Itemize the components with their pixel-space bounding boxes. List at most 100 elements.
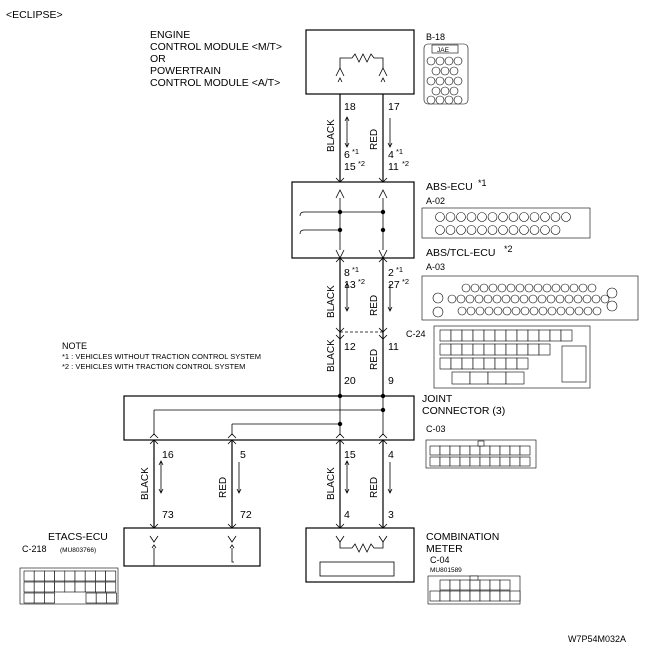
connector-cell xyxy=(105,581,117,593)
connector-cell xyxy=(54,570,66,582)
etacs-title: ETACS-ECU xyxy=(48,531,108,543)
c24-label: C-24 xyxy=(406,329,426,339)
connector-pin xyxy=(457,306,467,316)
connector-pin xyxy=(470,283,480,293)
connector-pin xyxy=(435,212,445,222)
connector-cell xyxy=(439,357,452,370)
connector-key xyxy=(469,575,479,581)
connector-cell xyxy=(449,456,461,467)
meter-label-2: METER xyxy=(426,543,463,555)
abs-ecu-title: ABS-ECU xyxy=(426,181,473,193)
ecm-labels: ENGINE CONTROL MODULE <M/T> OR POWERTRAI… xyxy=(150,29,282,89)
connector-pin xyxy=(529,212,540,222)
connector-cell xyxy=(519,445,531,456)
connector-cell xyxy=(106,592,117,604)
abs-internal xyxy=(299,189,388,259)
meter-connector: C-04 xyxy=(430,555,450,565)
connector-pin xyxy=(582,294,592,304)
connector-pin xyxy=(511,306,521,316)
connector-cell xyxy=(494,343,507,356)
connector-cell xyxy=(479,456,491,467)
connector-pin xyxy=(444,95,454,105)
connector-pin xyxy=(550,212,561,222)
wire-color-black-5: BLACK xyxy=(326,467,337,500)
connector-pin xyxy=(498,225,508,235)
connector-cell xyxy=(439,579,451,591)
connector-cell xyxy=(459,456,471,467)
pin-9: 9 xyxy=(388,375,394,387)
connector-cell xyxy=(439,590,451,602)
joint-internal xyxy=(149,393,388,439)
connector-pin xyxy=(565,306,575,316)
connector-pin xyxy=(592,306,602,316)
connector-cell xyxy=(450,343,463,356)
connector-pin xyxy=(484,306,494,316)
connector-pin xyxy=(498,212,508,222)
connector-pin xyxy=(477,212,487,222)
pin-11-c24: 11 xyxy=(388,341,399,353)
meter-internal xyxy=(319,535,395,577)
connector-pin xyxy=(524,283,534,293)
connector-cell xyxy=(449,579,461,591)
connector-pin xyxy=(435,76,445,86)
pin-numbers: 18 17 6 *1 15 *2 4 *1 11 *2 8 *1 13 *2 2… xyxy=(162,101,409,521)
connector-cell xyxy=(516,343,529,356)
connector-cell xyxy=(489,456,501,467)
pin-20: 20 xyxy=(344,375,356,387)
connector-pin xyxy=(529,306,539,316)
connector-pin xyxy=(483,294,493,304)
connector-cell xyxy=(489,579,501,591)
meter-box xyxy=(305,527,415,583)
abs-ecu-connector: A-02 xyxy=(426,196,445,206)
connector-pin xyxy=(475,306,485,316)
connector-cell xyxy=(74,581,86,593)
connector-pin xyxy=(426,56,436,66)
connector-cell xyxy=(509,456,521,467)
connector-pin xyxy=(431,66,441,76)
connector-pin xyxy=(506,283,516,293)
pin-3: 3 xyxy=(388,509,394,521)
abs-ecu-star: *1 xyxy=(478,178,487,188)
connector-cell xyxy=(483,357,496,370)
connector-cell xyxy=(561,345,587,383)
signal-arrows xyxy=(158,116,393,494)
connector-pin xyxy=(583,306,593,316)
connector-pin xyxy=(440,86,450,96)
connector-pin xyxy=(529,225,540,235)
note-block: NOTE *1 : VEHICLES WITHOUT TRACTION CONT… xyxy=(62,341,261,371)
pin-15: 15 xyxy=(344,161,356,173)
connector-pin xyxy=(426,95,436,105)
note-line-1: *1 : VEHICLES WITHOUT TRACTION CONTROL S… xyxy=(62,352,261,361)
svg-text:JAE: JAE xyxy=(437,47,450,54)
pin-15-star: *2 xyxy=(358,159,365,168)
connector-cell xyxy=(499,445,511,456)
connector-cell xyxy=(483,343,496,356)
connector-cell xyxy=(505,329,518,342)
pin-13-star: *2 xyxy=(358,277,365,286)
connector-pin xyxy=(445,212,456,222)
connector-cell xyxy=(439,329,452,342)
pin-73: 73 xyxy=(162,509,174,521)
note-title: NOTE xyxy=(62,341,87,351)
connector-pin xyxy=(556,306,566,316)
connector-pin xyxy=(487,212,498,222)
pin-2: 2 xyxy=(388,267,394,279)
connector-pin xyxy=(600,294,610,304)
connector-cell xyxy=(23,570,35,582)
c03-connector-face xyxy=(425,439,537,469)
connector-cell xyxy=(483,329,496,342)
connector-pin xyxy=(546,294,556,304)
connector-pin xyxy=(447,294,457,304)
connector-cell xyxy=(23,592,35,604)
connector-cell xyxy=(516,329,529,342)
connector-pin xyxy=(520,306,530,316)
connector-cell xyxy=(459,445,471,456)
connector-cell xyxy=(469,371,489,385)
pin-6-star: *1 xyxy=(352,147,359,156)
connector-cell xyxy=(44,592,55,604)
connector-pin xyxy=(606,287,618,299)
pin-2-star: *1 xyxy=(396,265,403,274)
connector-cell xyxy=(461,329,474,342)
connector-pin xyxy=(449,86,459,96)
connector-pin xyxy=(435,56,445,66)
